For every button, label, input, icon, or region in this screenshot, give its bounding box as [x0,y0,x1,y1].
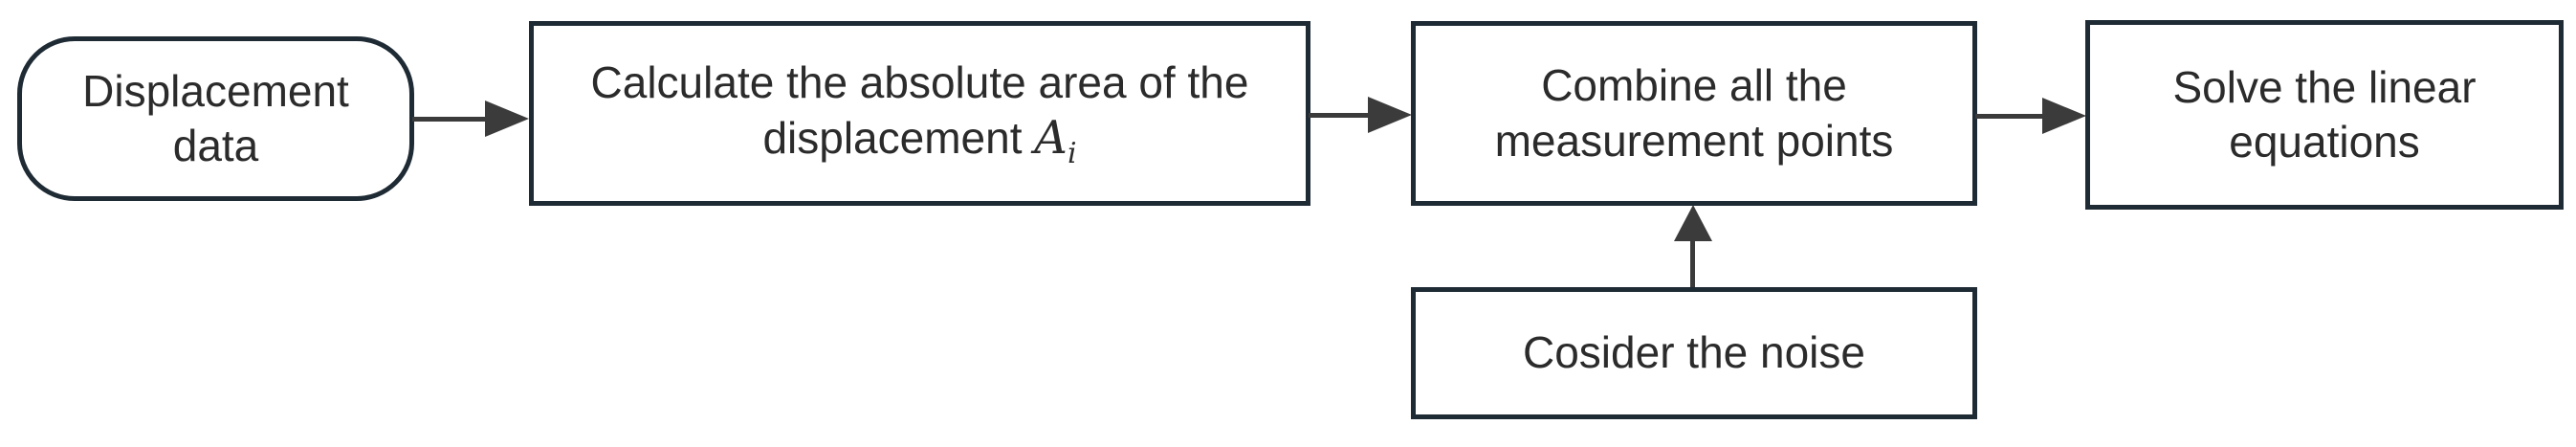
node-solve-equations: Solve the linear equations [2085,20,2564,210]
arrowhead-right-icon [1368,97,1412,133]
node-calculate-area: Calculate the absolute area of the displ… [529,21,1310,206]
node-combine-points: Combine all the measurement points [1411,21,1977,206]
node-consider-noise-label: Cosider the noise [1523,327,1865,378]
node-displacement-data-label: Displacement data [82,65,349,170]
node-displacement-data: Displacement data [17,36,414,201]
node-calculate-area-label: Calculate the absolute area of the displ… [590,56,1249,171]
node-solve-equations-label: Solve the linear equations [2172,61,2477,167]
arrowhead-right-icon [485,101,529,137]
math-variable-A: A [1034,110,1068,165]
arrow-line-calculate-to-combine [1309,113,1370,118]
node-combine-points-label: Combine all the measurement points [1494,60,1894,166]
node-consider-noise: Cosider the noise [1411,287,1977,419]
arrow-line-noise-to-combine [1690,239,1695,288]
arrow-line-combine-to-solve [1975,114,2044,119]
math-subscript-i: i [1067,137,1077,171]
arrowhead-right-icon [2042,98,2086,134]
arrow-line-displacement-to-calculate [412,117,487,122]
arrowhead-up-icon [1674,205,1712,241]
